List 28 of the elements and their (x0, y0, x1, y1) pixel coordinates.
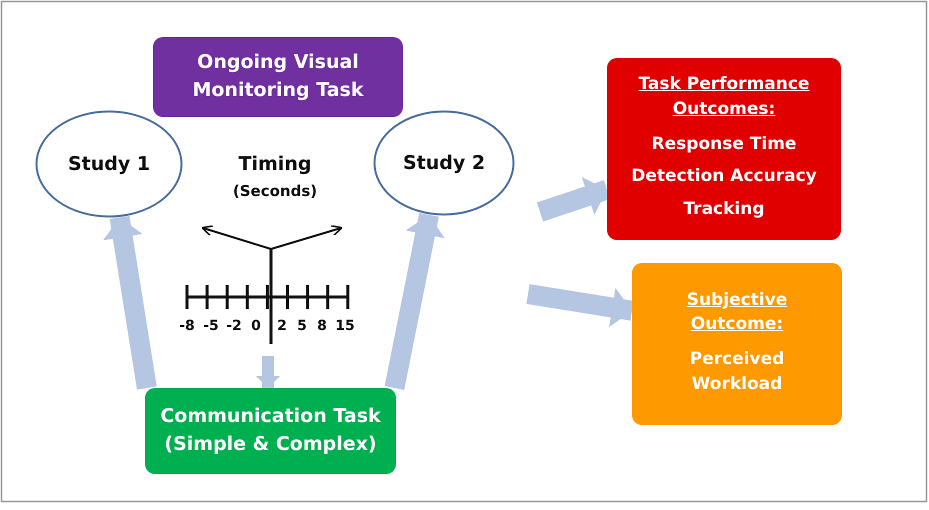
box-heading: Task Performance Outcomes: (638, 73, 810, 122)
tick-label: -5 (203, 318, 219, 334)
axis-title: (Seconds) (232, 182, 318, 200)
box-text: Tracking (683, 198, 765, 221)
box-heading: Subjective Outcome: (686, 288, 788, 336)
box-text: Communication Task (Simple & Complex) (159, 404, 382, 457)
arrow (103, 216, 157, 390)
arrow (526, 284, 634, 328)
tick-label: -8 (179, 318, 195, 334)
box-text: Detection Accuracy (631, 165, 817, 188)
box-text: Perceived Workload (688, 348, 786, 396)
task-box (145, 388, 396, 474)
tick-label: 5 (297, 318, 307, 334)
tick-label: 8 (317, 318, 327, 334)
outcome-box (607, 58, 841, 240)
tick-label: 0 (251, 318, 261, 334)
tick-label: 2 (277, 318, 287, 334)
box-text: Study 2 (402, 152, 486, 174)
arrow (384, 212, 445, 390)
outcome-box (632, 263, 842, 425)
arrow (256, 356, 280, 388)
tick-label: 15 (335, 318, 355, 334)
axis-title: Timing (238, 153, 312, 175)
box-text: Ongoing Visual Monitoring Task (191, 50, 365, 103)
box-text: Study 1 (68, 152, 150, 176)
box-text: Response Time (652, 132, 796, 156)
tick-label: -2 (226, 318, 242, 334)
task-box (153, 37, 403, 117)
